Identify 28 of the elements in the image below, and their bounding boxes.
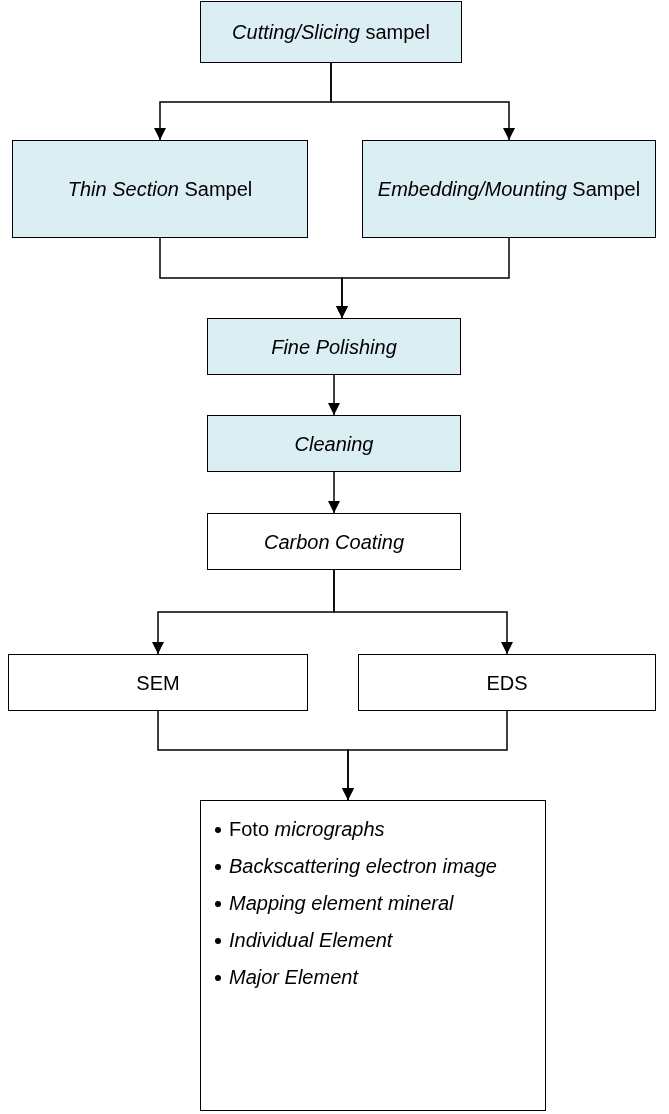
box-label: Embedding/Mounting Sampel: [377, 177, 641, 201]
box-label: Cleaning: [294, 431, 374, 456]
process-box: [200, 1, 462, 63]
box-label: Fine Polishing: [271, 334, 397, 359]
box-label: Carbon Coating: [263, 529, 405, 554]
arrow: [328, 471, 340, 514]
arrow: [336, 237, 510, 319]
results-box: [200, 800, 546, 1111]
arrow: [342, 710, 508, 801]
arrow: [328, 374, 340, 416]
process-box: [207, 318, 461, 375]
process-box: [207, 415, 461, 472]
arrow: [330, 62, 515, 141]
process-box: [358, 654, 656, 711]
arrow: [333, 569, 513, 655]
box-label: Cutting/Slicing sampel: [232, 20, 430, 44]
process-box: [362, 140, 656, 238]
process-box: [12, 140, 308, 238]
process-box: [207, 513, 461, 570]
box-label: EDS: [486, 670, 528, 695]
list-item: Major Element: [229, 965, 358, 990]
list-item: Individual Element: [229, 928, 393, 953]
box-label: Thin Section Sampel: [67, 177, 253, 201]
box-label: SEM: [136, 670, 180, 695]
list-item: Foto micrographs: [229, 817, 385, 842]
process-box: [8, 654, 308, 711]
list-item: Backscattering electron image: [229, 854, 497, 879]
list-item: Mapping element mineral: [229, 891, 454, 916]
